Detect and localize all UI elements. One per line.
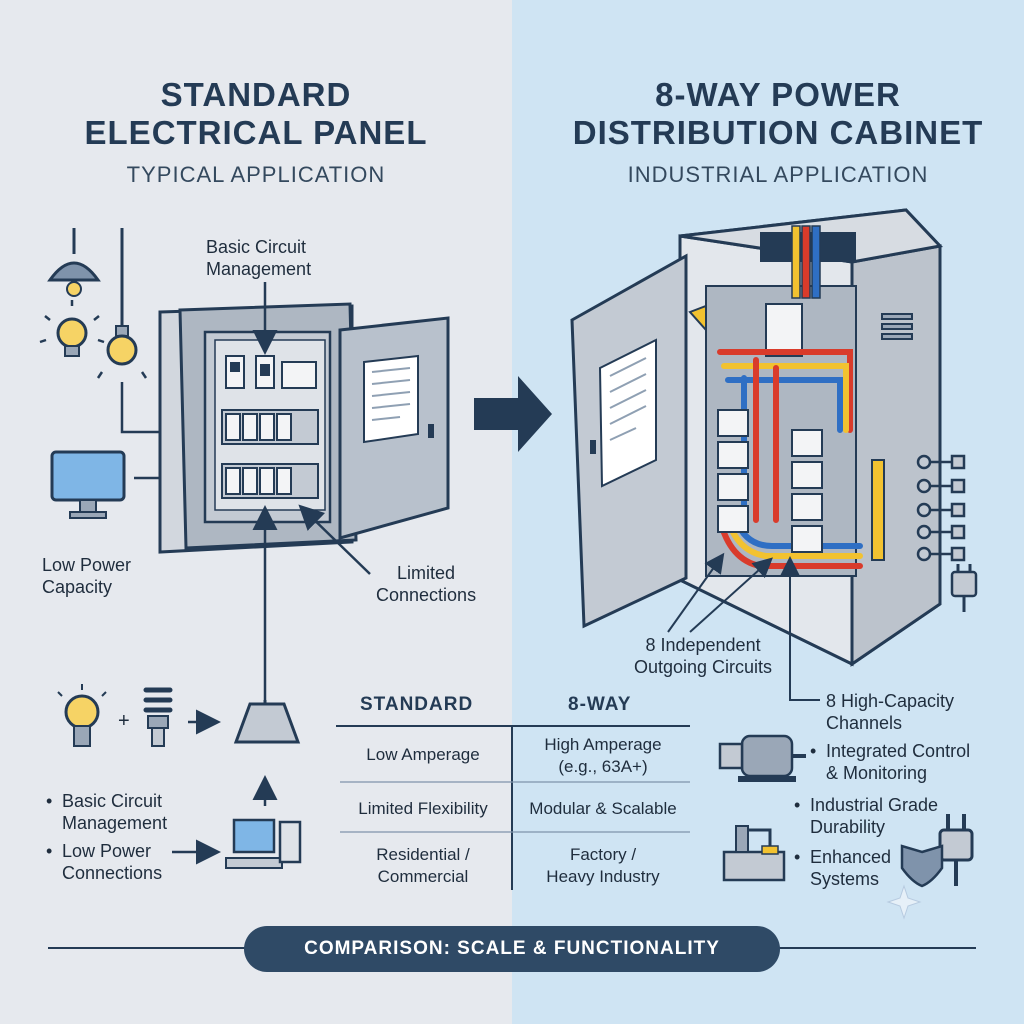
callout-circuits-line2: Outgoing Circuits (634, 657, 773, 677)
left-bullet-2: Low Power Connections (46, 840, 163, 884)
output-plugs (916, 454, 966, 562)
table-header-standard: STANDARD (360, 694, 474, 715)
callout-channels-line2: Channels (826, 713, 903, 733)
callout-low-power-line1: Low Power (42, 555, 132, 575)
comparison-banner: COMPARISON: SCALE & FUNCTIONALITY (244, 926, 780, 972)
table-cell-r3-left-line2: Commercial (377, 867, 469, 886)
incoming-power-cables (791, 225, 821, 299)
right-title-line1: 8-WAY POWER (655, 76, 901, 113)
breaker-row-1 (225, 413, 292, 441)
cfl-bulb-icon (143, 687, 173, 747)
sparkle-icon (886, 884, 922, 920)
incandescent-bulb-icon (57, 684, 107, 747)
callout-limited-line1: Limited (397, 563, 456, 583)
right-bullet-3-line2: Systems (810, 869, 880, 889)
callout-basic-circuit-line2: Management (206, 259, 312, 279)
table-cell-r1-right-line2: (e.g., 63A+) (558, 757, 648, 776)
left-title-line2: ELECTRICAL PANEL (84, 114, 428, 151)
circuits-arrow-1 (667, 552, 725, 633)
table-header-8way: 8-WAY (568, 694, 632, 715)
table-cell-r3-left: Residential / Commercial (340, 844, 506, 888)
left-bullet-2-line1: Low Power (62, 841, 152, 861)
callout-low-power-line2: Capacity (42, 577, 113, 597)
cabinet-door (570, 253, 688, 629)
right-bullet-1-line1: Integrated Control (826, 741, 971, 761)
power-plug-icon (950, 564, 978, 612)
hanging-bulb-icon (96, 228, 148, 379)
table-cell-r1-left: Low Amperage (366, 745, 480, 764)
right-bullet-1-line2: & Monitoring (826, 763, 928, 783)
ceiling-lamp-icon (47, 228, 101, 297)
outgoing-breakers (717, 409, 823, 553)
callout-low-power: Low Power Capacity (42, 554, 131, 598)
table-cell-r1-right: High Amperage (e.g., 63A+) (518, 734, 688, 778)
comparison-table-grid (336, 725, 690, 890)
desktop-computer-icon (225, 818, 302, 869)
right-subtitle: INDUSTRIAL APPLICATION (627, 162, 929, 187)
table-cell-r2-left: Limited Flexibility (358, 799, 488, 818)
limited-connections-arrow (298, 504, 371, 575)
plus-sign: + (118, 710, 130, 732)
right-bullet-2-line2: Durability (810, 817, 886, 837)
callout-basic-circuit: Basic Circuit Management (206, 236, 311, 280)
callout-limited-line2: Connections (376, 585, 477, 605)
heavy-plug-icon (938, 814, 974, 886)
callout-independent-circuits: 8 Independent Outgoing Circuits (634, 634, 772, 678)
table-cell-r3-right-line2: Heavy Industry (546, 867, 660, 886)
left-bullet-1-line1: Basic Circuit (62, 791, 163, 811)
monitor-icon (50, 450, 126, 519)
callout-channels-line1: 8 High-Capacity (826, 691, 955, 711)
callout-limited-connections: Limited Connections (376, 562, 476, 606)
right-bullet-2: Industrial Grade Durability (794, 794, 939, 838)
channels-arrow (780, 556, 820, 701)
callout-high-capacity: 8 High-Capacity Channels (826, 690, 954, 734)
right-bullet-2-line1: Industrial Grade (810, 795, 939, 815)
breaker-row-2 (225, 467, 292, 495)
table-cell-r1-right-line1: High Amperage (544, 735, 662, 754)
table-cell-r3-right-line1: Factory / (569, 845, 637, 864)
callout-circuits-line1: 8 Independent (645, 635, 761, 655)
callout-basic-circuit-line1: Basic Circuit (206, 237, 307, 257)
glowing-bulb-icon (39, 300, 105, 357)
left-bullet-1-line2: Management (62, 813, 168, 833)
left-bullet-2-line2: Connections (62, 863, 163, 883)
right-title-line2: DISTRIBUTION CABINET (572, 114, 984, 151)
table-cell-r3-right: Factory / Heavy Industry (518, 844, 688, 888)
panel-door (338, 316, 450, 540)
right-bullet-3-line1: Enhanced (810, 847, 892, 867)
left-title-line1: STANDARD (160, 76, 352, 113)
left-bullet-1: Basic Circuit Management (46, 790, 168, 834)
circuits-arrow-2 (689, 557, 773, 633)
left-subtitle: TYPICAL APPLICATION (126, 162, 386, 187)
table-cell-r2-right: Modular & Scalable (529, 799, 677, 818)
right-bullet-3: Enhanced Systems (794, 846, 892, 890)
transition-arrow-icon (474, 376, 552, 452)
industrial-machine-icon (722, 825, 786, 882)
right-bullet-1: Integrated Control & Monitoring (810, 740, 971, 784)
electric-motor-icon (718, 734, 806, 782)
table-cell-r3-left-line1: Residential / (376, 845, 470, 864)
floor-lamp-icon (233, 700, 301, 744)
shield-icon (900, 844, 944, 888)
